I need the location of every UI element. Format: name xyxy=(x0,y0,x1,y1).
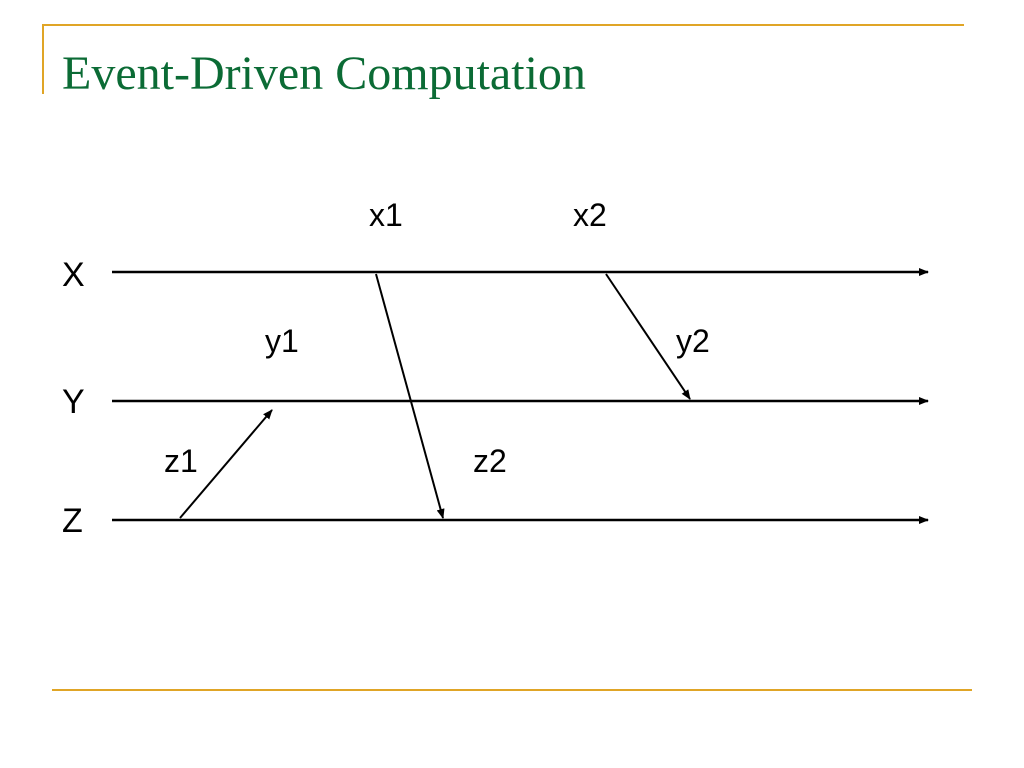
event-label-y2: y2 xyxy=(676,323,710,359)
event-label-x1: x1 xyxy=(369,197,403,233)
message-arrow-x1-to-z xyxy=(375,273,445,519)
event-label-z2: z2 xyxy=(473,443,507,479)
slide-title: Event-Driven Computation xyxy=(62,47,586,100)
event-label-x2: x2 xyxy=(573,197,607,233)
event-label-y1: y1 xyxy=(265,323,299,359)
bottom-rule xyxy=(52,689,972,691)
timeline-label-z: Z xyxy=(62,502,83,540)
title-frame-top-rule xyxy=(42,24,964,26)
event-label-z1: z1 xyxy=(164,443,198,479)
message-arrow-x2-to-y xyxy=(605,273,691,400)
timeline-label-x: X xyxy=(62,256,85,294)
timeline-label-y: Y xyxy=(62,383,85,421)
message-arrow-z1-to-y xyxy=(179,409,273,519)
title-frame-left-rule xyxy=(42,24,44,94)
